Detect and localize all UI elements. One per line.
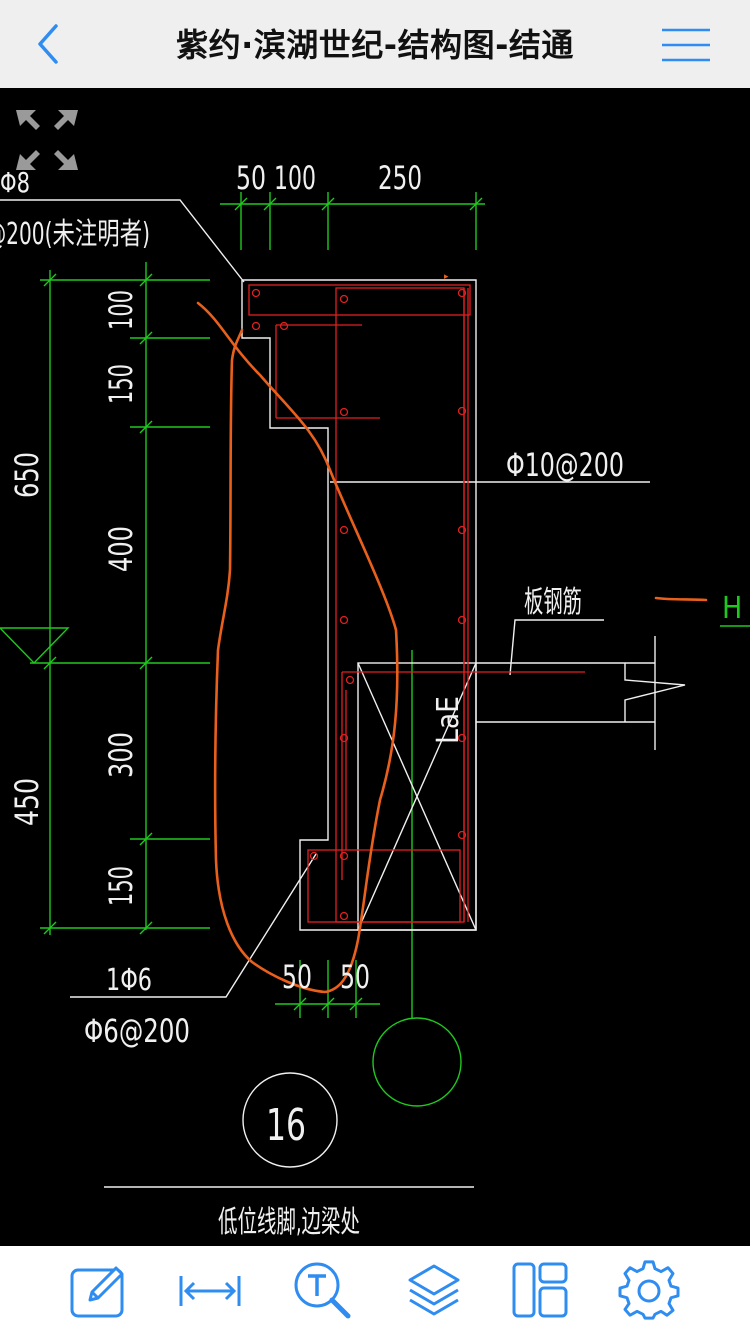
measure-button[interactable] <box>178 1260 241 1320</box>
section-outline <box>0 199 686 1188</box>
layers-button[interactable] <box>404 1260 464 1320</box>
drawing-text: 50 100 250 100 150 400 300 150 650 450 5… <box>0 159 624 1240</box>
layout-icon <box>512 1262 568 1318</box>
settings-button[interactable] <box>618 1260 680 1320</box>
dim-left-150a: 150 <box>102 364 140 404</box>
dim-left-150b: 150 <box>102 866 140 906</box>
gear-icon <box>618 1260 680 1320</box>
dim-left-100: 100 <box>102 290 140 330</box>
dim-bottom-50a: 50 <box>282 958 312 996</box>
cad-drawing: 50 100 250 100 150 400 300 150 650 450 5… <box>0 110 750 1240</box>
dimension-lines <box>0 192 750 1107</box>
menu-button[interactable] <box>660 26 712 64</box>
label-lae: LaE <box>431 696 466 744</box>
bottom-toolbar <box>0 1246 750 1334</box>
dim-left-300: 300 <box>102 732 140 778</box>
dim-top-50: 50 <box>236 159 266 197</box>
dim-top-100: 100 <box>274 159 316 197</box>
dim-outer-650: 650 <box>8 452 46 498</box>
rebar-dots <box>251 288 467 921</box>
detail-caption: 低位线脚,边梁处 <box>218 1205 360 1240</box>
markup-strokes <box>196 301 708 994</box>
label-phi6: Φ6@200 <box>84 1012 190 1050</box>
chevron-left-icon <box>38 24 58 64</box>
dim-top-250: 250 <box>378 159 422 197</box>
label-at200-note: @200(未注明者) <box>0 217 150 252</box>
pencil-icon <box>70 1266 124 1318</box>
rebar <box>248 284 585 923</box>
label-1phi6: 1Φ6 <box>106 963 152 998</box>
text-search-button[interactable] <box>292 1260 352 1320</box>
small-marker: ▸ <box>444 272 449 282</box>
back-button[interactable] <box>30 22 70 66</box>
label-phi8: Φ8 <box>0 166 30 199</box>
layers-icon <box>408 1264 460 1316</box>
label-h-mark: H <box>722 591 742 626</box>
layout-button[interactable] <box>510 1260 570 1320</box>
hamburger-icon <box>662 28 710 62</box>
text-search-icon <box>294 1262 351 1319</box>
dim-outer-450: 450 <box>8 778 46 826</box>
nav-bar: 紫约·滨湖世纪-结构图-结通 <box>0 0 750 88</box>
fullscreen-icon[interactable] <box>16 110 78 170</box>
dim-left-400: 400 <box>102 526 140 572</box>
measure-icon <box>179 1276 241 1306</box>
detail-number: 16 <box>266 1100 306 1151</box>
drawing-canvas[interactable]: 50 100 250 100 150 400 300 150 650 450 5… <box>0 88 750 1246</box>
page-title: 紫约·滨湖世纪-结构图-结通 <box>176 26 574 64</box>
dim-bottom-50b: 50 <box>340 958 370 996</box>
edit-button[interactable] <box>68 1260 128 1320</box>
label-phi10: Φ10@200 <box>506 446 624 484</box>
label-slab-rebar: 板钢筋 <box>524 585 582 620</box>
